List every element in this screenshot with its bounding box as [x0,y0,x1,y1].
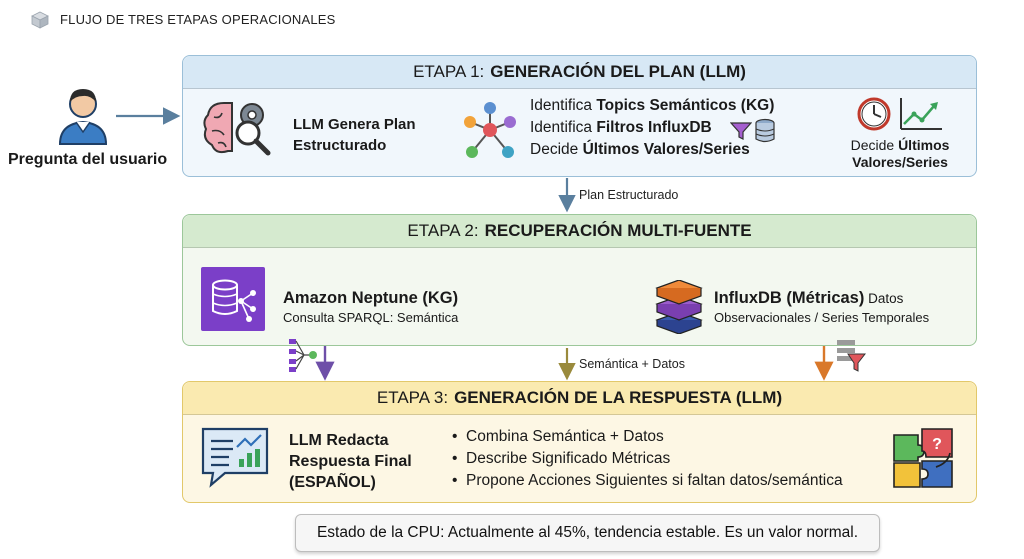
neptune-icon [201,267,265,331]
stage-1-item: Decide Últimos Valores/Series [530,141,750,158]
user-label: Pregunta del usuario [8,151,168,168]
stage-1-item: Identifica Topics Semánticos (KG) [530,97,775,114]
brain-gear-icon [203,102,271,156]
report-chat-icon [201,427,269,488]
semantic-flow-icon [289,339,317,372]
final-answer-bubble: Estado de la CPU: Actualmente al 45%, te… [295,514,880,552]
influx-stack-icon [655,280,703,334]
stage-1-right-label: Decide Últimos Valores/Series [850,137,950,170]
stage-3-panel: ETAPA 3:GENERACIÓN DE LA RESPUESTA (LLM) [182,381,977,503]
trend-chart-icon [900,98,942,130]
database-icon [755,118,775,143]
page-title: FLUJO DE TRES ETAPAS OPERACIONALES [60,12,336,27]
connector-2-label: Semántica + Datos [579,357,685,371]
neptune-subtitle: Consulta SPARQL: Semántica [283,310,459,325]
stage-3-bullet: • Combina Semántica + Datos [452,428,664,445]
user-icon [58,89,108,145]
puzzle-icon: ? [893,428,953,488]
stage-2-title: ETAPA 2:RECUPERACIÓN MULTI-FUENTE [183,215,976,248]
connector-1-label: Plan Estructurado [579,188,679,202]
stage-2-panel: ETAPA 2:RECUPERACIÓN MULTI-FUENTE [182,214,977,346]
neptune-title: Amazon Neptune (KG) [283,289,459,307]
clock-icon [857,97,891,131]
svg-text:?: ? [932,436,942,453]
data-filter-icon [837,340,866,372]
stage-3-bullet-list: • Combina Semántica + Datos • Describe S… [452,426,843,492]
stage-1-item: Identifica Filtros InfluxDB [530,119,712,136]
cube-icon [31,11,49,29]
influx-subtitle: Observacionales / Series Temporales [714,310,930,325]
stage-1-item-list: Identifica Topics Semánticos (KG) Identi… [530,95,774,161]
stage-1-title: ETAPA 1:GENERACIÓN DEL PLAN (LLM) [183,56,976,89]
stage-3-title: ETAPA 3:GENERACIÓN DE LA RESPUESTA (LLM) [183,382,976,415]
influx-title: InfluxDB (Métricas) Datos [714,289,904,307]
stage-1-panel: ETAPA 1:GENERACIÓN DEL PLAN (LLM) [182,55,977,177]
network-icon [464,102,516,158]
stage-3-bullet: • Describe Significado Métricas [452,450,671,467]
stage-3-bullet: • Propone Acciones Siguientes si faltan … [452,472,843,489]
filter-icon [730,122,752,140]
